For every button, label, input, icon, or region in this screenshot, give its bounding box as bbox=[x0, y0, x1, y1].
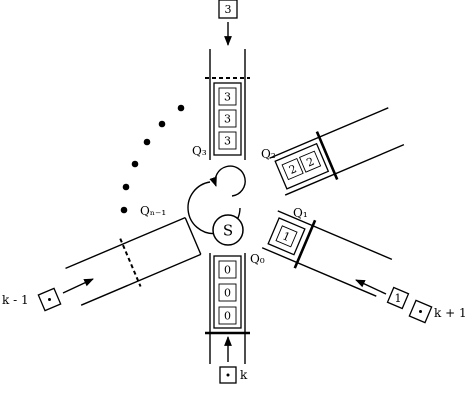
queue-q1: 1 bbox=[261, 210, 393, 297]
queue-q1-label: Q₁ bbox=[293, 206, 308, 220]
queue-q0-item-label: 0 bbox=[224, 310, 231, 323]
queue-q3-buffer bbox=[213, 82, 242, 156]
dot bbox=[158, 120, 166, 128]
arrival-1-item-label: 1 bbox=[395, 292, 402, 305]
arrival-1-in-transit: 1 bbox=[355, 279, 410, 310]
arrival-k-minus-1-arrow bbox=[62, 278, 94, 294]
server-circle bbox=[212, 214, 244, 246]
queue-q3-label: Q₃ bbox=[192, 144, 207, 158]
dot bbox=[122, 183, 130, 191]
arrival-k-plus-1: k + 1 bbox=[408, 299, 467, 324]
queue-qn-minus-1 bbox=[65, 216, 202, 306]
queue-q2-item-label: 2 bbox=[305, 155, 317, 170]
queue-q3-item: 3 bbox=[218, 131, 237, 150]
queue-q0-item-label: 0 bbox=[224, 287, 231, 300]
arrival-3-item-label: 3 bbox=[225, 3, 232, 16]
queue-q0-item: 0 bbox=[218, 283, 237, 302]
dot bbox=[143, 138, 151, 146]
queue-q0-item: 0 bbox=[218, 306, 237, 325]
queue-q0-item: 0 bbox=[218, 260, 237, 279]
continuation-dots bbox=[120, 104, 185, 214]
queue-q2: 2 2 bbox=[269, 107, 405, 196]
dot bbox=[120, 206, 128, 214]
arrival-1-arrow bbox=[355, 279, 387, 295]
queue-q0-label: Q₀ bbox=[250, 252, 265, 266]
queue-q3: 3 3 3 Q₃ bbox=[192, 49, 250, 160]
arrival-k: k bbox=[219, 336, 248, 384]
queue-q1-buffer bbox=[267, 217, 306, 256]
queue-q2-label: Q₂ bbox=[261, 147, 276, 161]
dot bbox=[131, 160, 139, 168]
queue-q2-buffer bbox=[274, 142, 330, 190]
queue-q0-item-label: 0 bbox=[224, 264, 231, 277]
queue-q2-item: 2 bbox=[281, 157, 304, 181]
arrival-k-minus-1-dot bbox=[48, 298, 51, 301]
queue-qn-minus-1-label: Qₙ₋₁ bbox=[140, 204, 166, 218]
arrival-k-plus-1-label: k + 1 bbox=[434, 306, 467, 320]
rotation-arrow-icon bbox=[209, 165, 246, 197]
queue-q3-item-label: 3 bbox=[224, 91, 231, 104]
arrival-1-box bbox=[386, 286, 410, 310]
queue-q0: 0 0 0 Q₀ bbox=[205, 252, 265, 364]
arrival-k-label: k bbox=[240, 368, 248, 382]
queue-q3-item-label: 3 bbox=[224, 113, 231, 126]
arrival-3: 3 bbox=[218, 0, 238, 46]
dot bbox=[177, 104, 185, 112]
queue-q1-item-label: 1 bbox=[281, 229, 293, 244]
arrival-k-dot bbox=[226, 373, 230, 377]
queue-q2-item-label: 2 bbox=[287, 162, 299, 177]
server-label: S bbox=[223, 222, 233, 240]
arrival-k-minus-1: k - 1 bbox=[2, 278, 94, 312]
queue-q1-item: 1 bbox=[275, 225, 298, 248]
arrival-k-plus-1-dot bbox=[419, 310, 422, 313]
queue-q3-item: 3 bbox=[218, 87, 237, 106]
queue-q3-item: 3 bbox=[218, 109, 237, 128]
arrival-k-minus-1-label: k - 1 bbox=[2, 293, 29, 307]
queue-q3-item-label: 3 bbox=[224, 135, 231, 148]
queue-q2-item: 2 bbox=[299, 150, 322, 173]
queue-q0-buffer bbox=[213, 255, 242, 329]
arrival-3-box bbox=[218, 0, 238, 19]
server: S bbox=[187, 165, 246, 246]
